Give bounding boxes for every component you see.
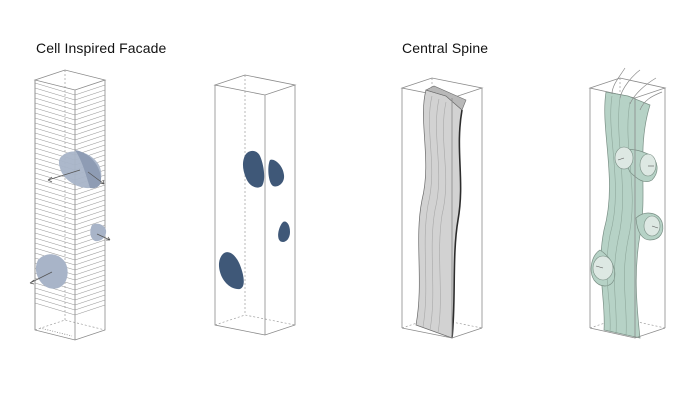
node-upper-right	[640, 154, 656, 176]
tower-3-grey-spine	[402, 78, 482, 338]
facade-cell-lower	[36, 254, 68, 288]
tower-2-hidden-edges	[215, 75, 295, 325]
tower-1-striated-facade	[30, 70, 110, 340]
tower-1-outline	[35, 70, 105, 340]
tower-2-transparent-cells	[215, 75, 295, 335]
facade-cell-middle	[90, 224, 106, 242]
dark-cell-3	[278, 221, 290, 242]
grey-spine-surface	[416, 90, 462, 338]
tower-2-outline	[215, 75, 295, 335]
tower-4-green-spine	[590, 68, 665, 338]
dark-cell-4	[219, 252, 244, 289]
facade-floor-lines	[35, 80, 105, 330]
dark-cells	[219, 151, 290, 289]
dark-cell-1	[243, 151, 264, 188]
dark-cell-2	[268, 160, 284, 187]
